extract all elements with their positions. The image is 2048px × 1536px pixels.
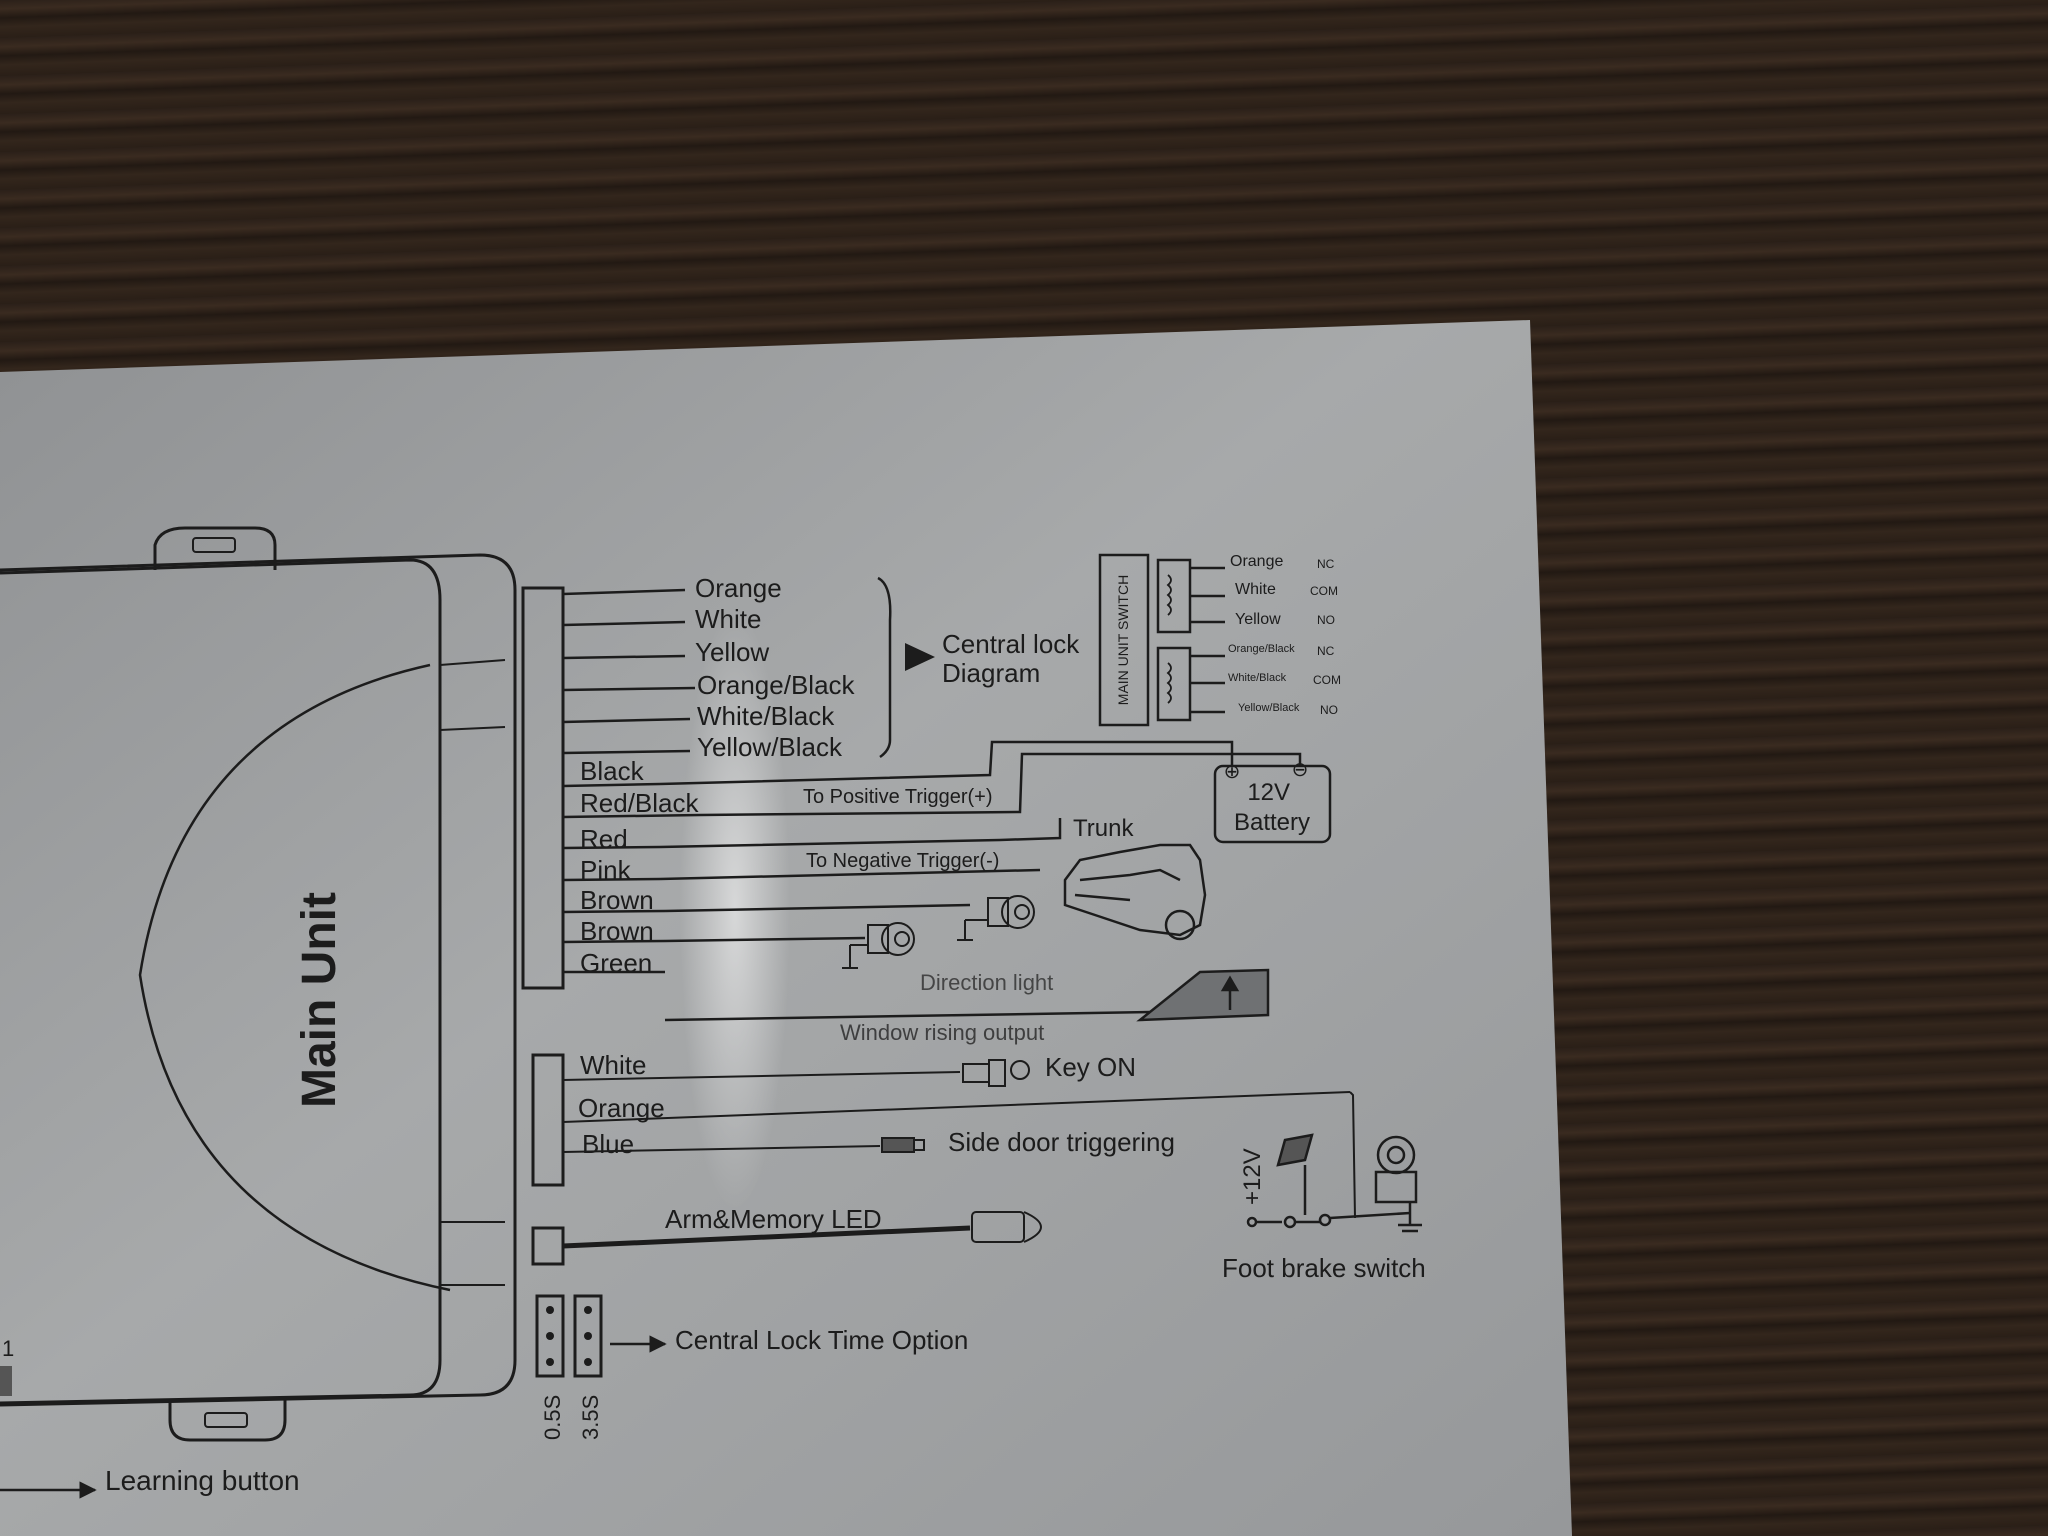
positive-trigger-label: To Positive Trigger(+) — [803, 786, 993, 808]
contact-label: COM — [1313, 673, 1341, 687]
harness-wire-lines — [562, 782, 701, 974]
direction-light-icon — [842, 895, 1035, 969]
window-rising-label: Window rising output — [840, 1020, 1044, 1045]
harness-wire-label: Red — [580, 824, 628, 854]
switch-box-label: MAIN UNIT SWITCH — [1115, 575, 1131, 705]
harness-wire-label: Brown — [580, 885, 654, 915]
contact-label: NC — [1317, 557, 1335, 571]
relay-wire-label: Yellow — [1235, 611, 1281, 628]
relay-wire-label: Orange — [1230, 553, 1283, 570]
relay-wire-label: White — [1235, 581, 1276, 598]
battery-label: 12V Battery — [1234, 779, 1310, 836]
wire-label: Orange — [695, 573, 782, 603]
battery-minus: ⊖ — [1292, 759, 1309, 781]
learning-button-edge — [0, 1366, 12, 1396]
harness-wire-label: Brown — [580, 916, 654, 946]
wire-label: Orange/Black — [697, 670, 856, 700]
car-trunk-icon — [1063, 843, 1207, 941]
key-on-label: Key ON — [1045, 1052, 1136, 1082]
harness-wire-labels: Black Red/Black Red Pink Brown Brown Gre… — [580, 756, 699, 978]
battery-plus: ⊕ — [1224, 761, 1241, 783]
harness2-wire-label: Blue — [582, 1129, 634, 1159]
relay-wire-label: Orange/Black — [1228, 643, 1295, 655]
second-harness-lines — [562, 1071, 1356, 1219]
harness-connection-lines — [659, 740, 1302, 1022]
time-option-label: Central Lock Time Option — [675, 1325, 968, 1355]
central-lock-diagram-label: Central lock Diagram — [942, 629, 1087, 688]
harness-wire-label: Green — [580, 948, 652, 978]
wire-label: Yellow — [695, 637, 769, 667]
foot-brake-voltage: +12V — [1239, 1148, 1266, 1205]
window-rising-icon — [1136, 968, 1270, 1022]
connector-blocks — [521, 586, 603, 1378]
key-switch-icon — [962, 1059, 1030, 1087]
time-option-value: 0.5S — [540, 1395, 565, 1440]
foot-brake-switch-icon — [1246, 1133, 1422, 1233]
learning-button-label: Learning button — [105, 1465, 300, 1496]
foot-brake-label: Foot brake switch — [1222, 1253, 1426, 1283]
side-door-label: Side door triggering — [948, 1127, 1175, 1157]
negative-trigger-label: To Negative Trigger(-) — [806, 850, 999, 872]
central-lock-bracket — [877, 576, 892, 759]
main-unit-label: Main Unit — [293, 892, 346, 1108]
central-lock-wire-lines — [562, 588, 696, 755]
contact-label: NO — [1320, 703, 1338, 717]
contact-label: COM — [1310, 584, 1338, 598]
contact-label: NC — [1317, 644, 1335, 658]
switch-relay-labels: Orange White Yellow Orange/Black White/B… — [1228, 553, 1300, 714]
harness-wire-label: Red/Black — [580, 788, 699, 818]
relay-wire-label: White/Black — [1228, 672, 1287, 684]
central-lock-wire-labels: Orange White Yellow Orange/Black White/B… — [695, 573, 856, 762]
contact-label: NO — [1317, 613, 1335, 627]
direction-light-label: Direction light — [920, 970, 1053, 995]
time-option-value: 3.5S — [578, 1395, 603, 1440]
wire-label: White/Black — [697, 701, 835, 731]
switch-contact-labels: NC COM NO NC COM NO — [1310, 557, 1341, 717]
trunk-label: Trunk — [1073, 815, 1134, 842]
harness2-wire-label: Orange — [578, 1093, 665, 1123]
harness2-wire-label: White — [580, 1050, 646, 1080]
relay-wire-label: Yellow/Black — [1238, 702, 1300, 714]
harness-wire-label: Black — [580, 756, 645, 786]
second-harness-labels: White Orange Blue — [578, 1050, 665, 1159]
main-unit-switch-box — [1098, 553, 1225, 727]
time-option-jumper-pins — [546, 1306, 592, 1366]
central-lock-arrow — [905, 643, 935, 671]
main-unit — [0, 526, 517, 1442]
door-pin-switch-icon — [881, 1137, 925, 1153]
led-label: Arm&Memory LED — [665, 1204, 882, 1234]
learning-digit: 1 — [2, 1336, 14, 1361]
wire-label: White — [695, 604, 761, 634]
harness-wire-label: Pink — [580, 855, 632, 885]
battery-box — [1213, 764, 1332, 844]
wire-label: Yellow/Black — [697, 732, 843, 762]
arm-memory-led-icon — [562, 1211, 1042, 1249]
